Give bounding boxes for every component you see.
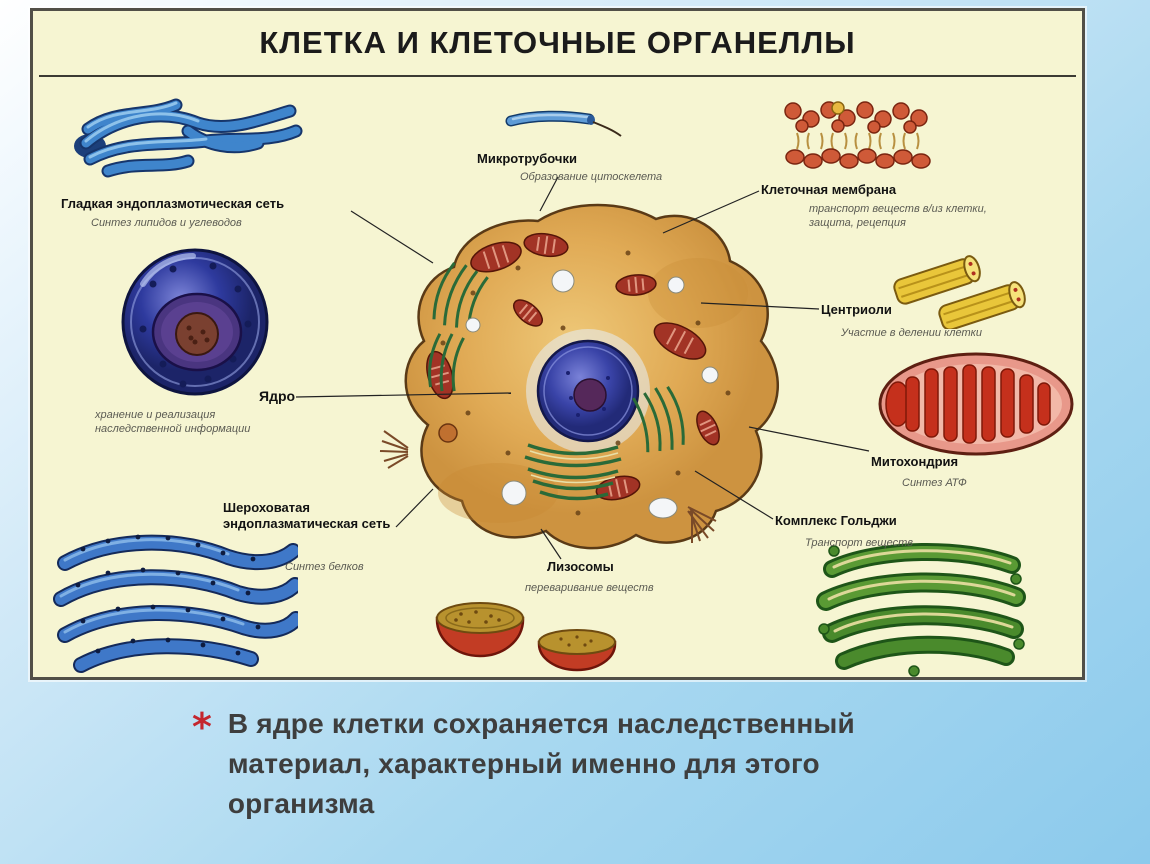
- desc-nucleus: хранение и реализация наследственной инф…: [95, 409, 251, 436]
- desc-membrane: транспорт веществ в/из клетки, защита, р…: [809, 203, 987, 230]
- nucleus-illustration: [113, 244, 278, 409]
- cell-nucleolus: [573, 378, 607, 412]
- cell-lysosome: [438, 423, 458, 443]
- desc-microtubules: Образование цитоскелета: [520, 171, 663, 183]
- cell-drawing: [379, 203, 780, 550]
- bullet-line-2: материал, характерный именно для этого: [227, 747, 820, 779]
- lysosomes-illustration: [431, 592, 631, 682]
- label-golgi: Комплекс Гольджи: [775, 513, 897, 528]
- cell-illustration: [378, 193, 798, 566]
- label-nucleus: Ядро: [259, 388, 296, 404]
- microtubules-illustration: [503, 103, 623, 150]
- title-divider: [39, 75, 1076, 77]
- label-mitochondria: Митохондрия: [871, 454, 959, 469]
- poster: КЛЕТКА И КЛЕТОЧНЫЕ ОРГАНЕЛЛЫ: [30, 8, 1085, 680]
- desc-centrioles: Участие в делении клетки: [841, 327, 982, 339]
- smooth-er-illustration: [68, 91, 303, 196]
- bullet-marker: *: [192, 705, 212, 749]
- bullet-text: В ядре клетки сохраняется наследственный…: [228, 704, 855, 823]
- bullet-line-1: В ядре клетки сохраняется наследственный: [227, 708, 855, 739]
- label-rough-er: Шероховатая эндоплазматическая сеть: [223, 500, 391, 532]
- desc-golgi: Транспорт веществ: [805, 537, 914, 549]
- mitochondria-illustration: [876, 349, 1081, 464]
- membrane-illustration: [781, 95, 941, 185]
- rough-er-illustration: [53, 525, 304, 680]
- desc-smooth-er: Синтез липидов и углеводов: [91, 217, 242, 229]
- bullet-line-3: организма: [227, 787, 375, 819]
- desc-rough-er: Синтез белков: [285, 561, 364, 573]
- label-centrioles: Центриоли: [821, 302, 892, 317]
- cell-vacuoles: [465, 269, 719, 519]
- nucleus-speckles: [566, 371, 610, 417]
- label-smooth-er: Гладкая эндоплазмотическая сеть: [61, 196, 285, 211]
- cell-brush-left: [379, 430, 409, 469]
- poster-title: КЛЕТКА И КЛЕТОЧНЫЕ ОРГАНЕЛЛЫ: [259, 25, 856, 60]
- cell-ribosome-dots: [440, 250, 731, 516]
- label-membrane: Клеточная мембрана: [761, 182, 897, 197]
- cell-er-stacks: [428, 262, 685, 501]
- label-microtubules: Микротрубочки: [477, 151, 577, 166]
- golgi-illustration: [814, 539, 1029, 682]
- label-lysosomes: Лизосомы: [547, 559, 614, 574]
- desc-mitochondria: Синтез АТФ: [902, 477, 967, 489]
- desc-lysosomes: переваривание веществ: [525, 582, 654, 594]
- centrioles-illustration: [884, 249, 1034, 334]
- bullet-point: * В ядре клетки сохраняется наследственн…: [192, 704, 855, 823]
